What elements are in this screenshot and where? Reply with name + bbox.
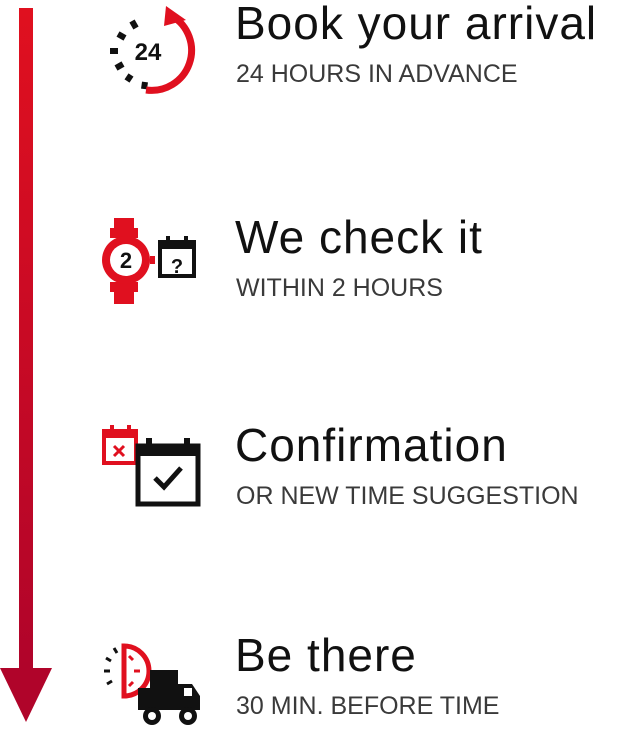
timeline-arrow bbox=[0, 8, 52, 722]
calendar-question: ? bbox=[171, 256, 183, 278]
step-confirmation: Confirmation OR NEW TIME SUGGESTION bbox=[100, 422, 642, 532]
clock-24-number: 24 bbox=[135, 39, 162, 66]
watch-calendar-icon: 2 ? bbox=[102, 218, 196, 304]
calendar-check-icon bbox=[102, 425, 201, 507]
step-we-check: 2 ? We check it WITHIN 2 HOURS bbox=[100, 214, 642, 324]
step-title: Confirmation bbox=[235, 419, 508, 471]
step-subtitle: OR NEW TIME SUGGESTION bbox=[236, 482, 579, 510]
step-title: Book your arrival bbox=[235, 0, 598, 49]
watch-number: 2 bbox=[120, 248, 132, 273]
step-title: We check it bbox=[235, 211, 483, 263]
step-subtitle: WITHIN 2 HOURS bbox=[236, 274, 443, 302]
step-subtitle: 24 HOURS IN ADVANCE bbox=[236, 60, 518, 88]
delivery-truck-timer-icon bbox=[104, 643, 200, 725]
clock-24-icon: 24 bbox=[110, 6, 196, 94]
step-be-there: Be there 30 MIN. BEFORE TIME bbox=[100, 632, 642, 742]
step-subtitle: 30 MIN. BEFORE TIME bbox=[236, 692, 500, 720]
step-book-arrival: 24 Book your arrival 24 HOURS IN ADVANCE bbox=[100, 0, 642, 110]
step-title: Be there bbox=[235, 629, 417, 681]
